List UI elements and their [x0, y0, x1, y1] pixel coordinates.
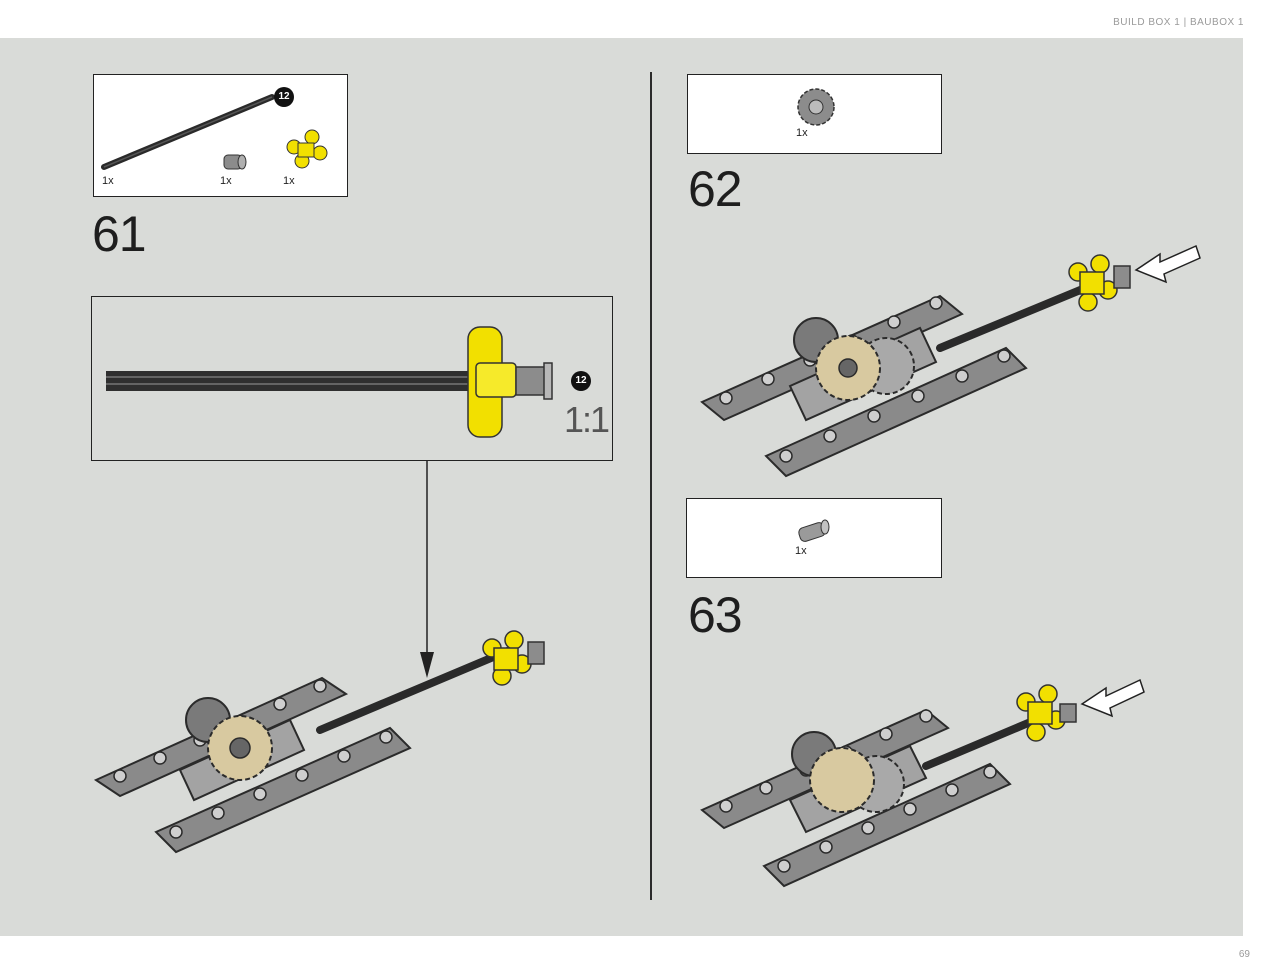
part-qty: 1x — [795, 545, 807, 557]
step-63-parts-box: 1x — [686, 498, 942, 578]
frame-assembly-icon — [93, 630, 545, 854]
step-62-parts-box: 1x — [687, 74, 942, 154]
part-qty: 1x — [283, 175, 295, 187]
bush-icon — [223, 154, 247, 170]
down-arrow-icon — [420, 460, 434, 678]
axle-assembly-icon — [106, 326, 553, 438]
header-text: BUILD BOX 1 | BAUBOX 1 — [1113, 17, 1244, 28]
step-61-callout-box: 12 1:1 — [91, 296, 613, 461]
step-number-62: 62 — [688, 161, 743, 217]
step-number-61: 61 — [92, 206, 147, 262]
frame-assembly-icon — [700, 678, 1145, 888]
length-badge: 12 — [571, 371, 591, 391]
scale-label: 1:1 — [564, 399, 610, 440]
column-divider — [650, 72, 652, 900]
part-qty: 1x — [220, 175, 232, 187]
step-61-parts-box: 12 1x 1x 1x — [93, 74, 348, 197]
length-badge: 12 — [274, 87, 294, 107]
axle-icon — [101, 94, 275, 170]
part-qty: 1x — [796, 127, 808, 139]
gear-icon — [797, 88, 835, 126]
frame-assembly-icon — [700, 244, 1201, 478]
part-qty: 1x — [102, 175, 114, 187]
pin-connector-icon — [798, 519, 830, 542]
step-number-63: 63 — [688, 587, 743, 643]
page-number: 69 — [1238, 949, 1250, 960]
yellow-cross-block-icon — [286, 129, 328, 169]
